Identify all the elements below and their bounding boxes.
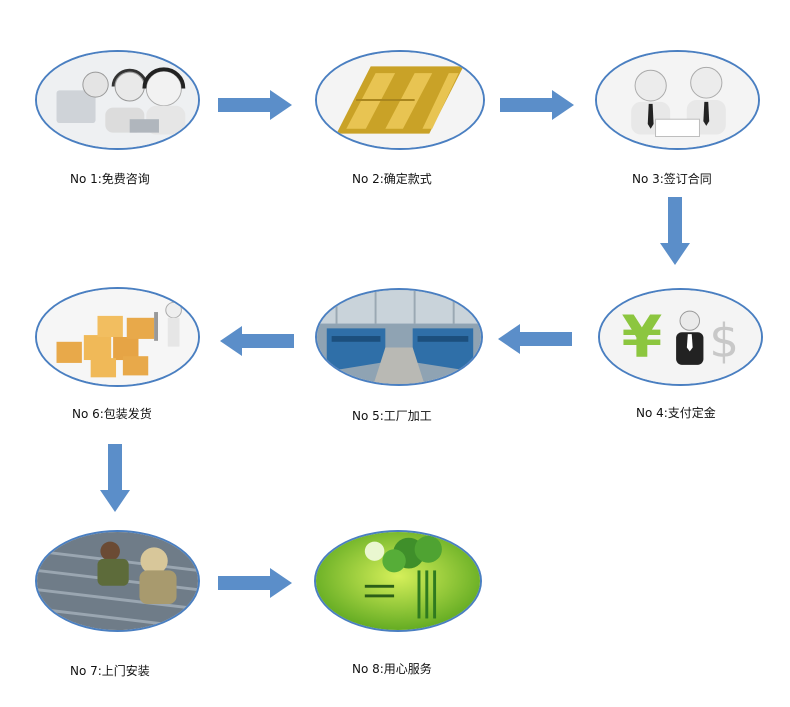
step-6-label: No 6:包装发货 [72, 407, 152, 421]
call-center-icon [37, 52, 198, 148]
step-1-label: No 1:免费咨询 [70, 172, 150, 186]
step-7-image [35, 530, 200, 632]
step-6-image [35, 287, 200, 387]
roof-tile-icon [317, 52, 483, 148]
handshake-contract-icon [597, 52, 758, 148]
arrow-down-3 [660, 197, 690, 265]
arrow-right-1 [218, 90, 292, 120]
arrow-left-5 [220, 326, 294, 356]
step-1-image [35, 50, 200, 150]
step-5-image [315, 288, 483, 386]
step-5-label: No 5:工厂加工 [352, 409, 432, 423]
boxes-shipping-icon [37, 289, 198, 385]
svg-text:$: $ [709, 315, 739, 369]
installation-workers-icon [37, 532, 198, 630]
arrow-right-7 [218, 568, 292, 598]
arrow-right-2 [500, 90, 574, 120]
arrow-left-4 [498, 324, 572, 354]
step-3-image [595, 50, 760, 150]
step-4-image: ¥ $ [598, 288, 763, 386]
step-8-image [314, 530, 482, 632]
svg-text:¥: ¥ [621, 304, 662, 371]
currency-payment-icon: ¥ $ [600, 290, 761, 384]
step-7-label: No 7:上门安装 [70, 664, 150, 678]
factory-machine-icon [317, 290, 481, 384]
service-poster-icon [316, 532, 480, 630]
step-4-label: No 4:支付定金 [636, 406, 716, 420]
step-2-image [315, 50, 485, 150]
step-2-label: No 2:确定款式 [352, 172, 432, 186]
arrow-down-6 [100, 444, 130, 512]
step-3-label: No 3:签订合同 [632, 172, 712, 186]
step-8-label: No 8:用心服务 [352, 662, 432, 676]
